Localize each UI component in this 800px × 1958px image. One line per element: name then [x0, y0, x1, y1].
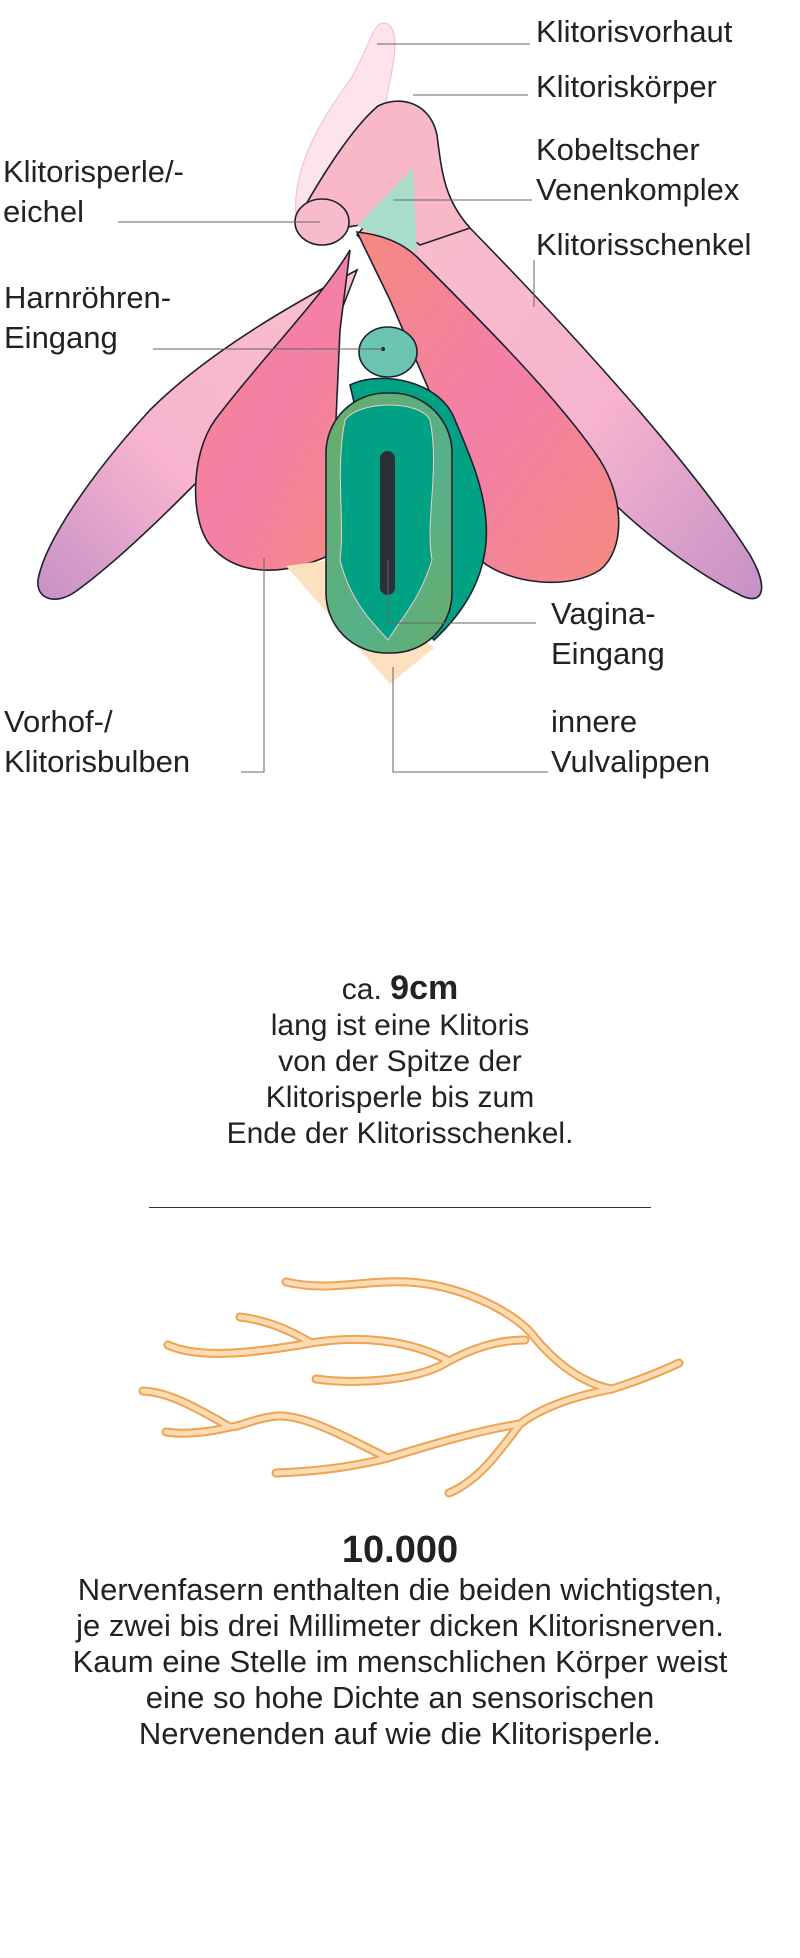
label-text: Vulvalippen	[551, 744, 711, 779]
nerve-line: Nervenenden auf wie die Klitorisperle.	[138, 1716, 662, 1751]
nerve-line: Kaum eine Stelle im menschlichen Körper …	[72, 1644, 728, 1679]
length-line: von der Spitze der	[278, 1045, 522, 1078]
length-fact: ca. 9cm lang ist eine Klitoris von der S…	[0, 970, 800, 1152]
label-foreskin: Klitorisvorhaut	[536, 12, 732, 52]
venous-complex	[357, 168, 417, 252]
length-line: lang ist eine Klitoris	[270, 1009, 530, 1042]
label-text: Klitorisvorhaut	[536, 14, 733, 49]
length-value: 9cm	[390, 969, 459, 1007]
nerve-line: eine so hohe Dichte an sensorischen	[145, 1680, 655, 1715]
label-text: Vagina-	[551, 596, 656, 631]
nerve-branch	[444, 1419, 525, 1498]
label-text: Eingang	[4, 320, 118, 355]
length-prefix: ca.	[341, 973, 382, 1006]
label-text: Eingang	[551, 636, 665, 671]
nerve-line: Nervenfasern enthalten die beiden wichti…	[77, 1572, 723, 1607]
nerve-fact: 10.000 Nervenfasern enthalten die beiden…	[0, 1528, 800, 1752]
label-clitoral-body: Klitoriskörper	[536, 67, 717, 107]
label-text: innere	[551, 704, 638, 739]
label-text: Kobeltscher	[536, 132, 700, 167]
label-text: Klitorisschenkel	[536, 227, 752, 262]
nerve-line: je zwei bis drei Millimeter dicken Klito…	[76, 1608, 724, 1643]
leader-lines	[118, 43, 548, 773]
length-line: Klitorisperle bis zum	[265, 1081, 535, 1114]
length-line: Ende der Klitorisschenkel.	[226, 1117, 574, 1150]
nerve-branch	[235, 1312, 316, 1348]
label-bulbs: Vorhof-/ Klitorisbulben	[4, 702, 190, 782]
vaginal-opening	[380, 451, 395, 595]
label-vaginal-opening: Vagina- Eingang	[551, 594, 665, 674]
label-text: Harnröhren-	[4, 280, 172, 315]
label-text: eichel	[3, 194, 84, 229]
nerve-branch	[311, 1335, 530, 1386]
nerve-branch	[161, 1422, 235, 1438]
nerve-branch	[138, 1386, 393, 1463]
left-bulb	[194, 249, 351, 571]
divider	[149, 1207, 651, 1208]
label-text: Klitoriskörper	[536, 69, 717, 104]
label-text: Venenkomplex	[536, 172, 740, 207]
urethral-opening	[358, 326, 418, 378]
clitoris-anatomy-diagram	[37, 22, 763, 773]
label-text: Vorhof-/	[4, 704, 113, 739]
nerve-value: 10.000	[341, 1529, 459, 1571]
nerve-branch	[271, 1384, 617, 1478]
label-glans: Klitorisperle/- eichel	[3, 152, 184, 232]
label-text: Klitorisbulben	[4, 744, 191, 779]
label-text: Klitorisperle/-	[3, 154, 184, 189]
label-crus: Klitorisschenkel	[536, 225, 751, 265]
nerve-branch	[163, 1334, 454, 1366]
label-urethra: Harnröhren- Eingang	[4, 278, 171, 358]
nerve-branch	[281, 1277, 684, 1394]
